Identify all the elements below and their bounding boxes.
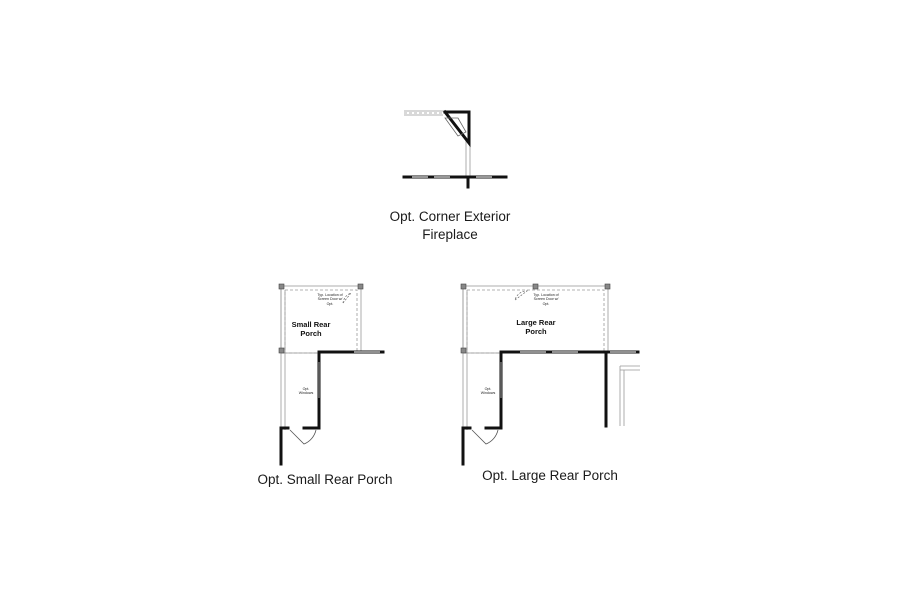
fireplace-caption: Opt. Corner Exterior Fireplace [360, 208, 540, 244]
porch-post [532, 283, 539, 290]
firebox [444, 117, 467, 137]
screen-door-note: Typ. Location of Screen Door w/ Opt. [531, 293, 561, 306]
porch-post [460, 283, 467, 290]
windows-note-line-2: Windows [480, 391, 496, 396]
porch-post [604, 283, 611, 290]
room-label-line-1: Large Rear [516, 318, 556, 327]
windows-note-line-2: Windows [298, 391, 314, 396]
room-label-line-1: Small Rear [291, 320, 331, 329]
house-wall [484, 350, 640, 430]
room-label-line-2: Porch [300, 329, 322, 338]
small-porch-caption: Opt. Small Rear Porch [257, 472, 393, 487]
door-note-line-3: Opt. [542, 301, 550, 306]
entry-door-swing [289, 429, 317, 445]
opt-windows-note: Opt. Windows [478, 387, 498, 396]
large-porch-room-label: Large Rear Porch [511, 318, 561, 336]
porch-post [278, 283, 285, 290]
porch-post [278, 347, 285, 354]
entry-door-swing [471, 429, 499, 445]
windows-note-line-1: Opt. [484, 387, 492, 391]
door-note-line-1: Typ. Location of [317, 293, 343, 297]
screen-door-swing [342, 292, 353, 304]
small-porch-room-label: Small Rear Porch [286, 320, 336, 338]
door-note-line-2: Screen Door w/ [533, 297, 559, 302]
screen-door-note: Typ. Location of Screen Door w/ Opt. [315, 293, 345, 306]
porch-post [460, 347, 467, 354]
room-label-line-2: Porch [525, 327, 547, 336]
fireplace-caption-line-1: Opt. Corner Exterior [389, 209, 511, 224]
screen-door-swing [514, 290, 529, 301]
fireplace-body [442, 109, 471, 148]
opt-windows-note: Opt. Windows [296, 387, 316, 396]
door-note-line-2: Screen Door w/ [317, 297, 343, 302]
porch-post [357, 283, 364, 290]
fireplace-caption-line-2: Fireplace [422, 227, 478, 242]
windows-note-line-1: Opt. [302, 387, 310, 391]
door-note-line-1: Typ. Location of [533, 293, 559, 297]
door-note-line-3: Opt. [326, 301, 334, 306]
large-porch-caption: Opt. Large Rear Porch [482, 468, 618, 483]
